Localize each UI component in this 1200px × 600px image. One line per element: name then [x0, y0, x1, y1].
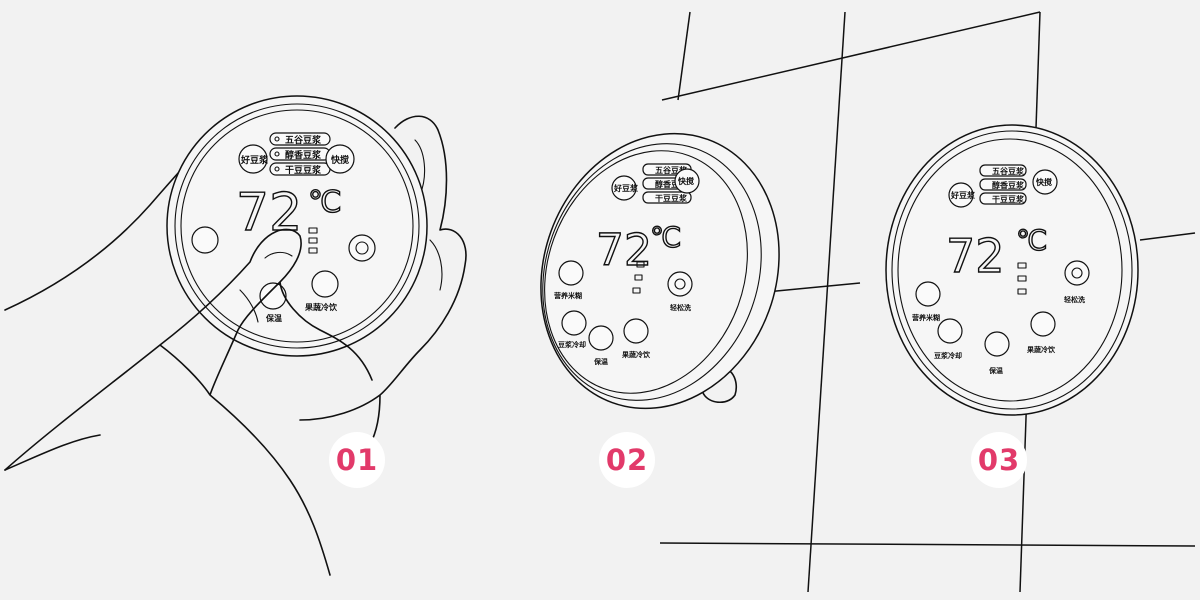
keep-warm-icon[interactable]	[588, 325, 614, 351]
function-label: 果蔬冷饮	[1027, 345, 1056, 354]
temperature-display: 72	[596, 225, 652, 276]
function-label: 豆浆冷却	[934, 351, 962, 360]
easy-wash-icon[interactable]	[348, 234, 376, 262]
cold-drink-icon[interactable]	[623, 318, 649, 344]
function-label: 营养米糊	[912, 313, 940, 322]
program-label[interactable]: 醇香豆浆	[655, 179, 688, 189]
step-number: 01	[335, 443, 379, 477]
cold-drink-icon[interactable]	[311, 270, 339, 298]
function-label: 果蔬冷饮	[304, 302, 338, 312]
keep-warm-icon[interactable]	[984, 331, 1010, 357]
scene-1-hand-held-panel: 五谷豆浆 醇香豆浆 干豆豆浆 好豆浆 快搅 72 ℃ 保温 果蔬冷饮	[4, 95, 467, 576]
function-label: 保温	[265, 313, 282, 323]
step-badge-03: 03	[971, 432, 1027, 488]
step-badge-01: 01	[329, 432, 385, 488]
rice-paste-icon[interactable]	[191, 226, 219, 254]
program-label[interactable]: 醇香豆浆	[992, 180, 1025, 190]
cool-down-icon[interactable]	[937, 318, 963, 344]
temperature-unit: ℃	[1016, 224, 1047, 257]
step-number: 02	[605, 443, 649, 477]
program-label[interactable]: 干豆豆浆	[655, 193, 688, 203]
step-number: 03	[977, 443, 1021, 477]
function-label: 轻松洗	[670, 303, 691, 312]
program-label[interactable]: 干豆豆浆	[285, 164, 322, 176]
cold-drink-icon[interactable]	[1030, 311, 1056, 337]
left-button-label[interactable]: 好豆浆	[240, 154, 269, 166]
program-label[interactable]: 五谷豆浆	[655, 165, 688, 175]
cool-down-icon[interactable]	[561, 310, 587, 336]
program-label[interactable]: 醇香豆浆	[285, 149, 322, 161]
right-button-label[interactable]: 快搅	[678, 176, 694, 186]
scene-2-angled-panel: 五谷豆浆 醇香豆浆 干豆豆浆 好豆浆 快搅 72 ℃ 营养米糊 轻松洗 豆浆冷却…	[540, 132, 780, 410]
temperature-unit: ℃	[650, 221, 681, 254]
program-label[interactable]: 五谷豆浆	[992, 166, 1025, 176]
program-label[interactable]: 五谷豆浆	[285, 134, 322, 146]
temperature-unit: ℃	[308, 185, 342, 220]
step-badge-02: 02	[599, 432, 655, 488]
function-label: 豆浆冷却	[558, 340, 586, 349]
right-button-label[interactable]: 快搅	[1036, 177, 1052, 187]
easy-wash-icon[interactable]	[667, 271, 693, 297]
function-label: 轻松洗	[1064, 295, 1085, 304]
scene-3-front-panel: 五谷豆浆 醇香豆浆 干豆豆浆 好豆浆 快搅 72 ℃ 营养米糊 轻松洗 豆浆冷却…	[885, 124, 1139, 416]
left-button-label[interactable]: 好豆浆	[613, 183, 639, 193]
wall-tile-grid	[659, 11, 1196, 593]
rice-paste-icon[interactable]	[558, 260, 584, 286]
program-label[interactable]: 干豆豆浆	[992, 194, 1025, 204]
temperature-display: 72	[946, 229, 1005, 283]
left-button-label[interactable]: 好豆浆	[950, 190, 976, 200]
pointing-finger	[4, 228, 373, 576]
function-label: 保温	[988, 366, 1003, 375]
easy-wash-icon[interactable]	[1064, 260, 1090, 286]
function-label: 果蔬冷饮	[622, 350, 651, 359]
keep-warm-icon[interactable]	[259, 282, 287, 310]
function-label: 营养米糊	[554, 291, 582, 300]
function-label: 保温	[593, 357, 608, 366]
temperature-display: 72	[236, 183, 302, 243]
rice-paste-icon[interactable]	[915, 281, 941, 307]
right-button-label[interactable]: 快搅	[331, 154, 349, 166]
